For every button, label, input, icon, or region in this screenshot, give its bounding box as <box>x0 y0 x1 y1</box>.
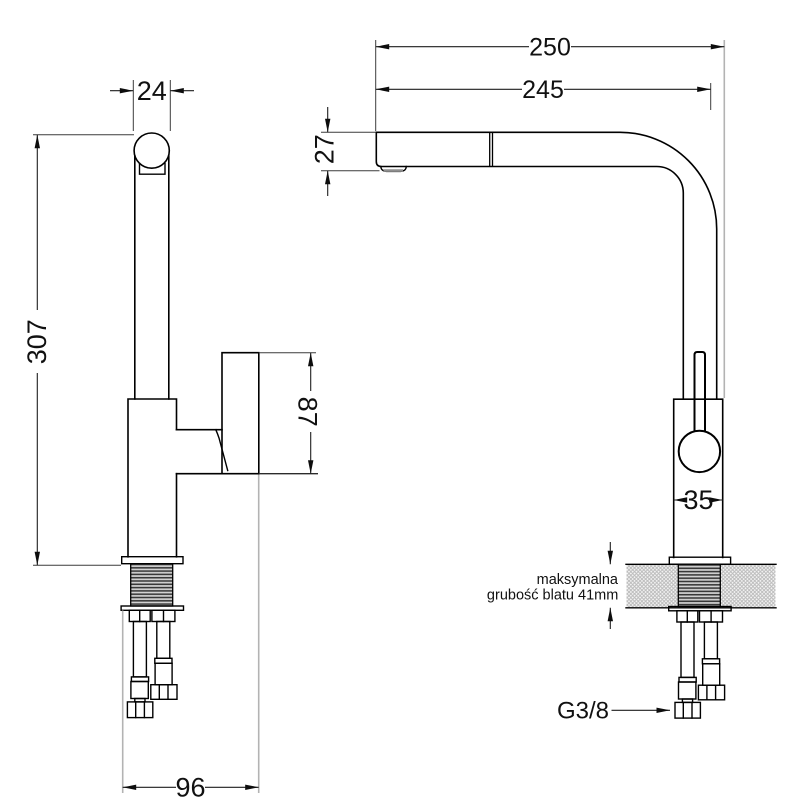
dimension-base-width: 96 <box>121 474 260 803</box>
dimension-reach-inner: 245 <box>375 76 712 110</box>
dimension-spout-width: 24 <box>110 76 194 131</box>
dim-total-height-label: 307 <box>22 319 52 364</box>
dimension-counter-thickness: maksymalna grubość blatu 41mm <box>487 542 619 629</box>
arrowhead-icon <box>122 784 137 790</box>
arrowhead-icon <box>375 86 390 92</box>
arrowhead-icon <box>607 607 613 622</box>
arrowhead-icon <box>607 550 613 565</box>
dim-base-width-label: 96 <box>175 773 205 801</box>
arrowhead-icon <box>34 134 40 149</box>
dim-reach-outer-label: 250 <box>529 34 571 62</box>
spout-outer-profile <box>375 131 718 400</box>
arrowhead-icon <box>170 88 184 94</box>
dim-spout-height-label: 27 <box>310 134 340 164</box>
arrowhead-icon <box>710 44 725 50</box>
dim-spout-width-label: 24 <box>137 76 167 106</box>
dimension-total-height: 307 <box>22 134 134 566</box>
arrowhead-icon <box>34 551 40 566</box>
faucet-cap-front <box>133 132 171 170</box>
arrowhead-icon <box>325 118 331 133</box>
counter-note-line1: maksymalna <box>537 572 619 588</box>
front-view-drawing <box>120 132 260 719</box>
dim-handle-height-label: 87 <box>293 397 323 427</box>
dim-body-width-label: 35 <box>683 485 713 515</box>
thread-size-callout: G3/8 <box>557 698 670 725</box>
faucet-column-front <box>134 155 170 400</box>
arrowhead-icon <box>308 352 314 367</box>
mounting-hardware-front <box>120 556 185 719</box>
dimension-spout-height: 27 <box>310 107 380 196</box>
arrowhead-icon <box>245 784 259 790</box>
arrowhead-icon <box>325 170 331 185</box>
lever-ball <box>677 429 722 474</box>
handle-block-front <box>221 351 260 475</box>
spout-inner-profile <box>375 131 685 400</box>
counter-note-line2: grubość blatu 41mm <box>487 588 618 604</box>
dimension-body-width: 35 <box>673 485 723 515</box>
side-view-drawing <box>375 131 777 719</box>
arrowhead-icon <box>308 460 314 474</box>
dimension-reach-outer: 250 <box>375 34 726 398</box>
arrowhead-icon <box>697 86 711 92</box>
dim-reach-inner-label: 245 <box>522 76 564 104</box>
lever-handle <box>693 351 706 432</box>
spray-head-joint <box>489 132 494 167</box>
arrowhead-icon <box>119 88 134 94</box>
arrowhead-icon <box>656 707 670 713</box>
arrowhead-icon <box>375 44 390 50</box>
thread-size-label: G3/8 <box>557 698 609 725</box>
faucet-body-front <box>127 398 178 558</box>
dimension-handle-height: 87 <box>258 352 323 475</box>
faucet-body-side <box>672 398 724 559</box>
